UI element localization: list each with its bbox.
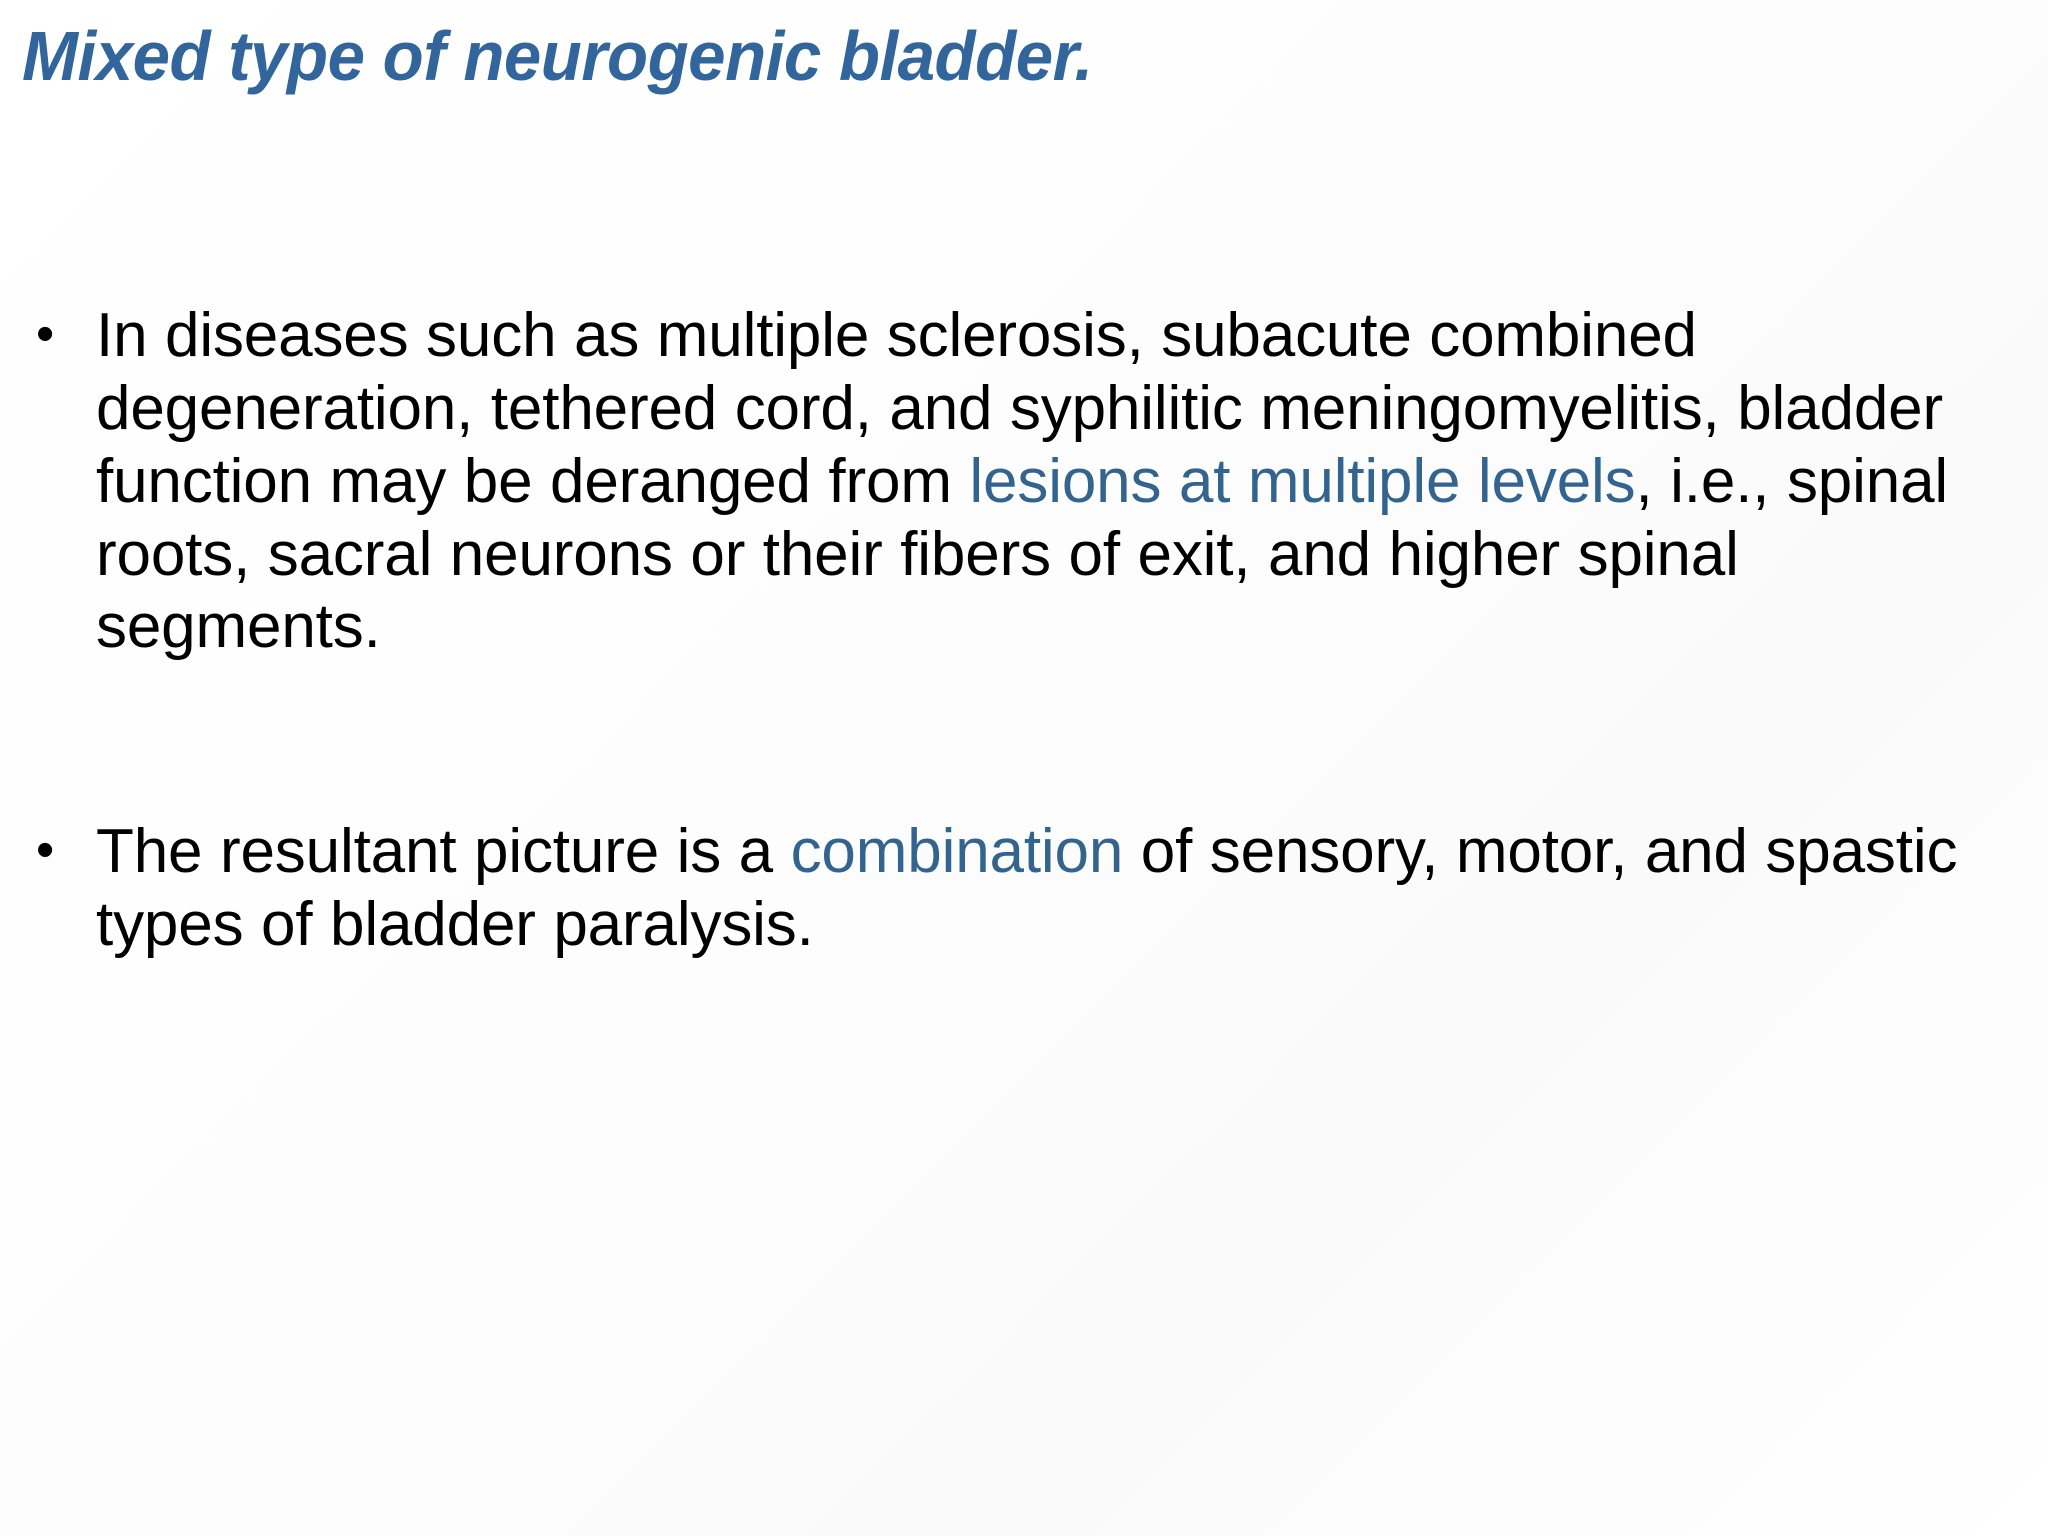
bullet-1-highlight: lesions at multiple levels [969, 446, 1636, 516]
bullet-2-segment-1: The resultant picture is a [96, 817, 791, 887]
bullet-marker-icon: • [36, 821, 55, 880]
bullet-1-segment-1: In diseases such as multiple sclerosis, … [96, 301, 1943, 516]
body-content: • In diseases such as multiple sclerosis… [18, 300, 2033, 962]
list-item: • The resultant picture is a combination… [18, 816, 2033, 962]
bullet-marker-icon: • [36, 305, 55, 363]
bullet-text-1: In diseases such as multiple sclerosis, … [96, 300, 2033, 664]
bullet-text-2: The resultant picture is a combination o… [96, 816, 2033, 962]
bullet-1-segment-3: , i.e., spinal roots, sacral neurons or … [96, 446, 1949, 662]
page-title: Mixed type of neurogenic bladder. [22, 17, 1093, 95]
list-item: • In diseases such as multiple sclerosis… [18, 300, 2033, 664]
title-area: Mixed type of neurogenic bladder. [22, 17, 1982, 95]
bullet-2-highlight: combination [790, 817, 1124, 887]
bullet-2-segment-3: of sensory, motor, and spastic types of … [96, 817, 1958, 960]
